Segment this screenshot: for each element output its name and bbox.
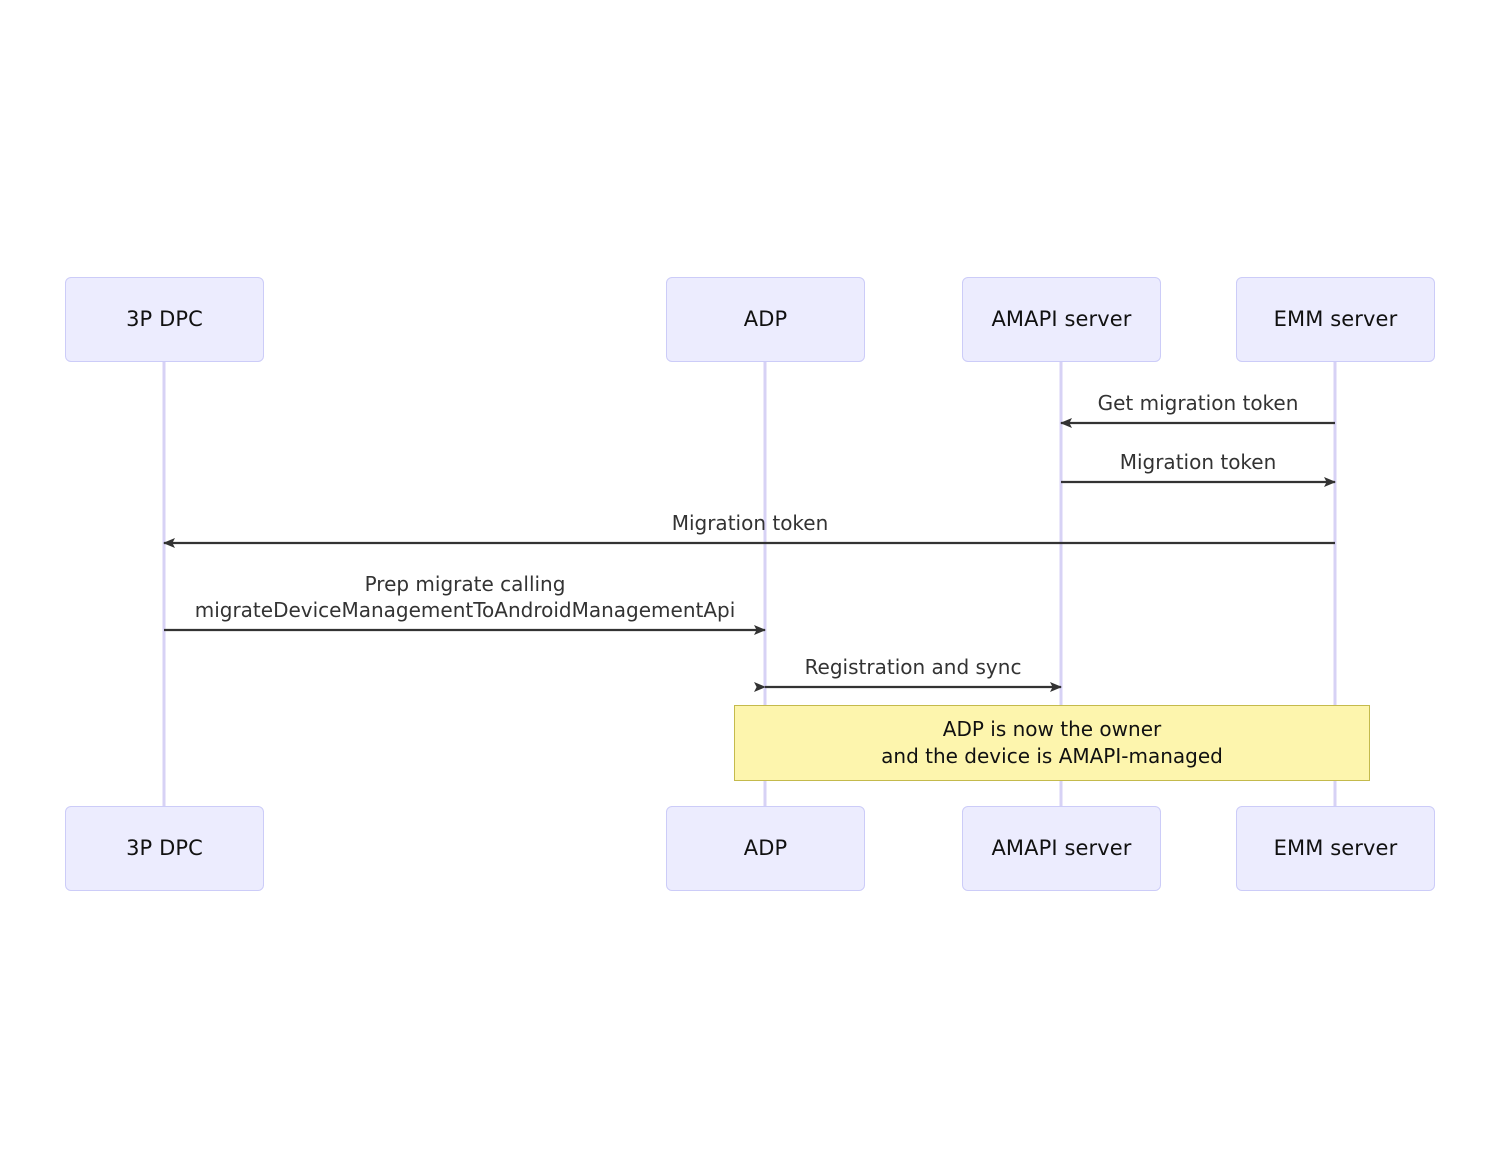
actor-label-adp-top: ADP (743, 306, 788, 331)
actor-box-bottom-emm[interactable]: EMM server (1236, 806, 1435, 891)
actor-label-emm-bottom: EMM server (1273, 835, 1398, 860)
actor-box-top-amapi[interactable]: AMAPI server (962, 277, 1161, 362)
actor-label-dpc-bottom: 3P DPC (126, 835, 203, 860)
actor-label-amapi-bottom: AMAPI server (991, 835, 1132, 860)
note-adp-owner: ADP is now the owner and the device is A… (734, 705, 1370, 781)
note-adp-owner-text: ADP is now the owner and the device is A… (881, 717, 1223, 768)
message-label-get-migration-token: Get migration token (1097, 391, 1299, 415)
actor-box-bottom-adp[interactable]: ADP (666, 806, 865, 891)
actor-box-bottom-amapi[interactable]: AMAPI server (962, 806, 1161, 891)
actor-box-top-emm[interactable]: EMM server (1236, 277, 1435, 362)
actor-label-emm-top: EMM server (1273, 306, 1398, 331)
message-label-prep-migrate: Prep migrate calling migrateDeviceManage… (194, 572, 736, 622)
actor-label-amapi-top: AMAPI server (991, 306, 1132, 331)
message-label-migration-token-to-dpc: Migration token (671, 511, 829, 535)
message-label-registration-and-sync: Registration and sync (804, 655, 1022, 679)
message-label-migration-token-to-emm: Migration token (1119, 450, 1277, 474)
actor-label-dpc-top: 3P DPC (126, 306, 203, 331)
actor-box-top-dpc[interactable]: 3P DPC (65, 277, 264, 362)
actor-box-bottom-dpc[interactable]: 3P DPC (65, 806, 264, 891)
message-arrow-group (163, 418, 1336, 692)
actor-box-top-adp[interactable]: ADP (666, 277, 865, 362)
actor-label-adp-bottom: ADP (743, 835, 788, 860)
